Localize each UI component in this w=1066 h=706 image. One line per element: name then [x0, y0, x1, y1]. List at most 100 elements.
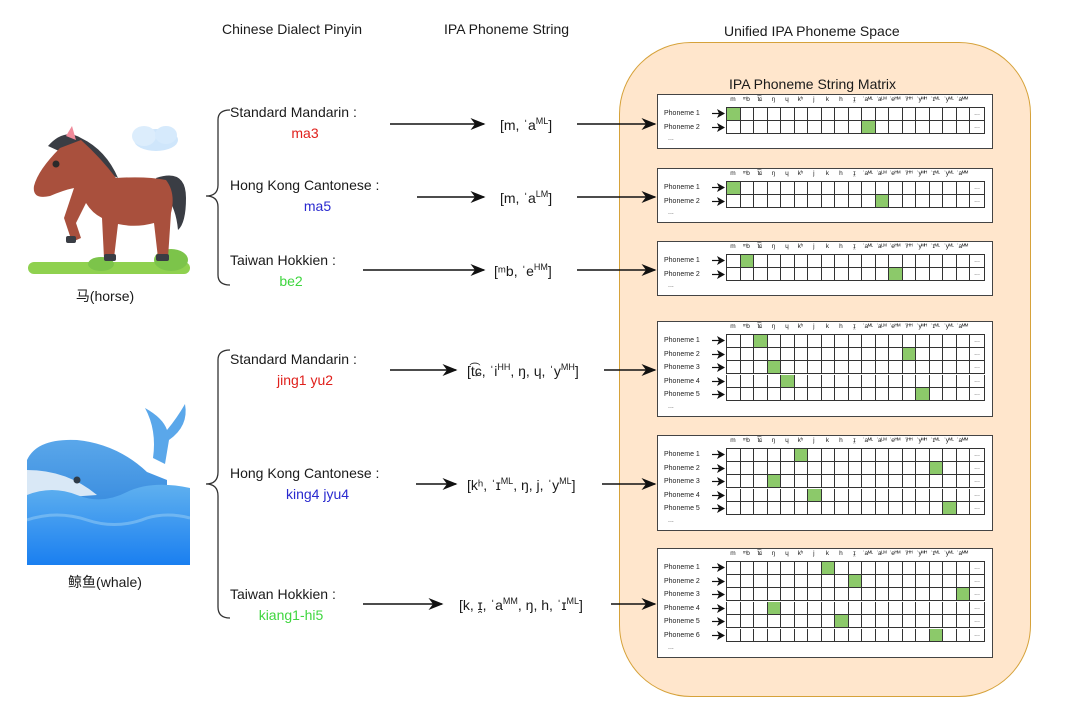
matrix-cell: [727, 194, 741, 207]
ipa-string: [kʰ, ˈɪML, ŋ, j, ˈyML]: [467, 476, 576, 493]
matrix-cell: [794, 374, 808, 387]
matrix-row-label: Phoneme 4: [664, 604, 700, 612]
matrix-cell: [808, 388, 822, 401]
row-arrow-icon: [712, 183, 725, 192]
matrix-column-label: j: [813, 170, 815, 177]
matrix-cell: [889, 588, 903, 601]
matrix-column-label: ˈaᴹᴸ: [862, 437, 873, 444]
matrix-cell: [889, 374, 903, 387]
matrix-cell: [943, 254, 957, 267]
matrix-cell: [889, 361, 903, 374]
matrix-cells: ...: [726, 388, 985, 402]
matrix-cell: [862, 601, 876, 614]
matrix-more-cell: ...: [970, 488, 984, 501]
matrix-cell: [902, 475, 916, 488]
matrix-column-label: j: [813, 323, 815, 330]
matrix-cell-active: [808, 488, 822, 501]
matrix-cell: [848, 629, 862, 641]
matrix-cell: [929, 181, 943, 194]
matrix-column-label: ˈaᴹᴹ: [956, 550, 969, 557]
matrix-cell: [727, 588, 741, 601]
matrix-column-label: ŋ: [771, 170, 776, 177]
matrix-cell: [875, 488, 889, 501]
matrix-column-label: ˈiᴴᴴ: [904, 170, 913, 177]
matrix-cell: [781, 475, 795, 488]
matrix-column-label: j: [813, 437, 815, 444]
matrix-row-label: Phoneme 1: [664, 564, 700, 571]
pinyin-text: king4 jyu4: [285, 486, 350, 502]
matrix-column-label: ˈaᴹᴹ: [956, 437, 969, 444]
matrix-cell: [902, 502, 916, 515]
matrix-column-label: ˈaᴹᴹ: [956, 323, 969, 330]
dialect-name: Standard Mandarin :: [230, 104, 357, 120]
matrix-cell: [794, 461, 808, 474]
matrix-cells: ...: [726, 601, 985, 615]
matrix-cell: [754, 347, 768, 360]
matrix-cell: [956, 334, 970, 347]
matrix-cell: [727, 629, 741, 641]
matrix-cell: [727, 502, 741, 515]
matrix-cell: [943, 107, 957, 120]
matrix-cell-active: [929, 629, 943, 641]
matrix-cells: ...: [726, 333, 985, 348]
matrix-cell: [740, 194, 754, 207]
row-arrow-icon: [712, 390, 725, 400]
matrix-cell: [727, 334, 741, 347]
matrix-cell: [929, 194, 943, 207]
dialect-name: Hong Kong Cantonese :: [230, 465, 380, 481]
matrix-cell: [929, 254, 943, 267]
matrix-more-cell: ...: [970, 561, 984, 574]
matrix-more-cell: ...: [970, 254, 984, 267]
matrix-cell: [902, 120, 916, 133]
matrix-more-cell: ...: [970, 374, 984, 387]
matrix-cell-active: [754, 334, 768, 347]
matrix-cell: [727, 267, 741, 280]
matrix-column-label: ɪ̯: [853, 243, 856, 250]
matrix-cell: [821, 574, 835, 587]
matrix-cell: [740, 181, 754, 194]
matrix-cell: [875, 374, 889, 387]
matrix-cell: [902, 615, 916, 628]
matrix-cell: [889, 461, 903, 474]
matrix-cell: [956, 629, 970, 641]
matrix-row-label: Phoneme 2: [664, 350, 700, 358]
matrix-cell: [902, 254, 916, 267]
matrix-cell: [781, 334, 795, 347]
matrix-cell: [956, 347, 970, 360]
matrix-cell: [808, 181, 822, 194]
matrix-cell: [902, 388, 916, 401]
matrix-cell: [902, 361, 916, 374]
matrix-cell: [808, 461, 822, 474]
matrix-cell-active: [943, 502, 957, 515]
matrix-cell: [916, 254, 930, 267]
matrix-column-label: ˈaᴹᴹ: [956, 170, 969, 177]
matrix-row-label: Phoneme 4: [664, 491, 700, 499]
matrix-row-label: Phoneme 1: [664, 451, 700, 458]
row-arrow-icon: [712, 363, 725, 373]
row-arrow-icon: [712, 196, 725, 206]
ipa-segment: , ŋ, h, ˈɪ: [517, 597, 567, 613]
matrix-cell: [835, 361, 849, 374]
matrix-column-label: ˈaᴸᴹ: [876, 170, 887, 177]
row-arrow-icon: [712, 256, 725, 265]
matrix-cell: [862, 107, 876, 120]
matrix-cell: [916, 574, 930, 587]
row-arrow-icon: [712, 109, 725, 118]
matrix-cell: [862, 615, 876, 628]
matrix-column-label: ˈeᴴᴹ: [889, 323, 901, 330]
matrix-column-label: h: [839, 437, 843, 444]
matrix-cell: [875, 448, 889, 461]
matrix-cell: [821, 629, 835, 641]
matrix-cell: [727, 488, 741, 501]
matrix-column-label: ˈaᴸᴹ: [876, 96, 887, 103]
matrix-cell: [835, 574, 849, 587]
matrix-cell: [740, 588, 754, 601]
matrix-cell: [916, 461, 930, 474]
matrix-cell: [929, 267, 943, 280]
matrix-cell: [848, 502, 862, 515]
matrix-column-label: m: [730, 323, 736, 330]
matrix-cell: [943, 574, 957, 587]
matrix-column-label: ˈiᴴᴴ: [904, 96, 913, 103]
matrix-row-label: Phoneme 2: [664, 270, 700, 278]
matrix-cell: [821, 107, 835, 120]
